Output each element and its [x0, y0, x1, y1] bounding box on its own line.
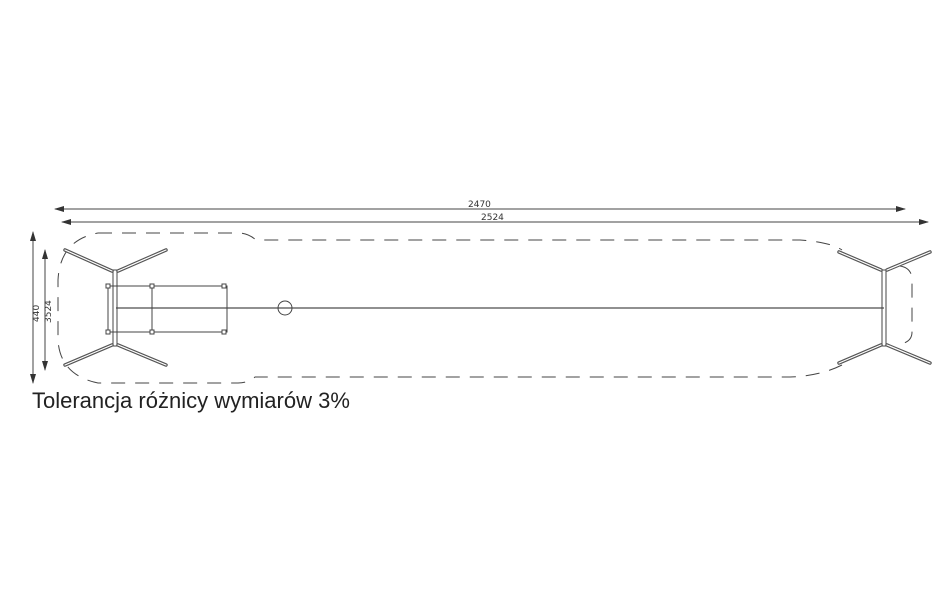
dimension-label-length-outer: 2470 — [468, 200, 491, 210]
safety-zone-outline — [57, 232, 913, 384]
left-post — [112, 269, 118, 347]
beam-joint-circle — [277, 300, 293, 316]
dimension-label-length-inner: 2524 — [481, 213, 504, 223]
tolerance-note: Tolerancja różnicy wymiarów 3% — [32, 388, 350, 413]
right-post — [881, 269, 887, 347]
dimension-label-width-inner: 3524 — [44, 300, 54, 323]
seat-frame — [107, 285, 228, 333]
dimension-label-width-outer: 440 — [32, 305, 42, 322]
